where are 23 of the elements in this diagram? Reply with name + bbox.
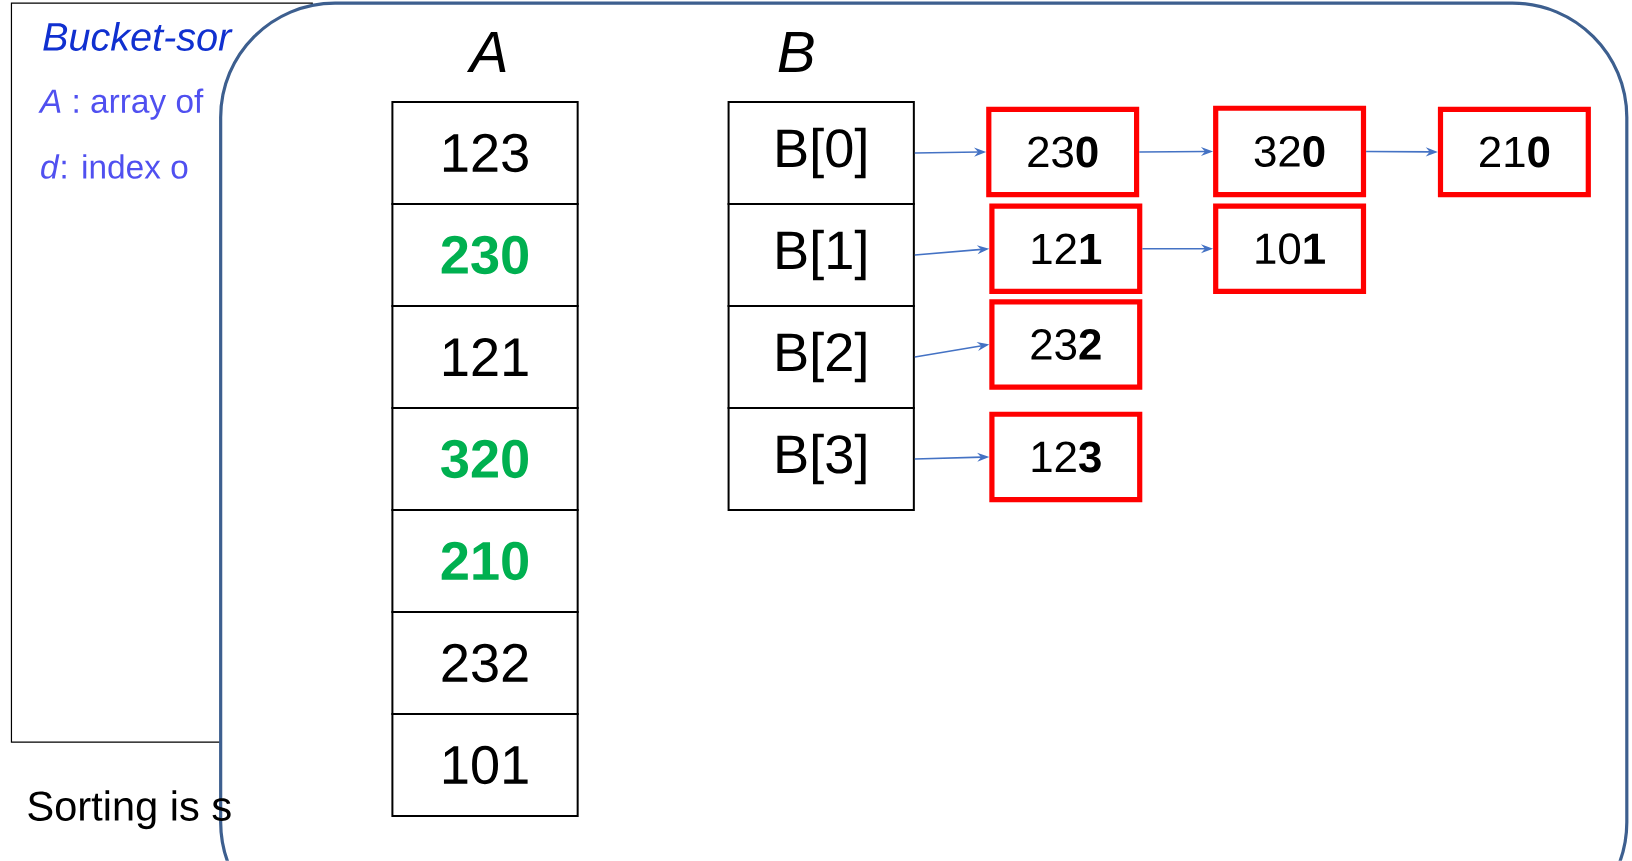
bucket-item-box: 121: [989, 203, 1143, 295]
bucket-item-box: 320: [1213, 105, 1367, 198]
bucket-cell: B[2]: [727, 305, 915, 410]
bucket-item-box: 123: [989, 411, 1143, 503]
bucket-cell: B[3]: [727, 407, 915, 512]
array-cell: 320: [391, 407, 579, 512]
bucket-item-box: 210: [1437, 106, 1591, 198]
array-cell: 121: [391, 305, 579, 410]
bucket-item-box: 230: [986, 106, 1140, 198]
array-cell: 210: [391, 509, 579, 614]
array-cell: 101: [391, 713, 579, 818]
bucket-item-box: 101: [1213, 203, 1367, 295]
heading: Bucket-sor: [43, 22, 233, 52]
array-name: A: [466, 32, 506, 73]
bucket-cell: B[1]: [727, 203, 915, 308]
array-name: B: [778, 32, 814, 73]
text-line: A : array of: [38, 88, 204, 120]
bucket-item-box: 232: [989, 299, 1143, 390]
array-cell: 232: [391, 611, 579, 716]
array-cell: 123: [391, 101, 579, 206]
array-cell: 230: [391, 203, 579, 308]
text-line: d: index o: [41, 154, 188, 179]
bucket-cell: B[0]: [727, 101, 915, 206]
